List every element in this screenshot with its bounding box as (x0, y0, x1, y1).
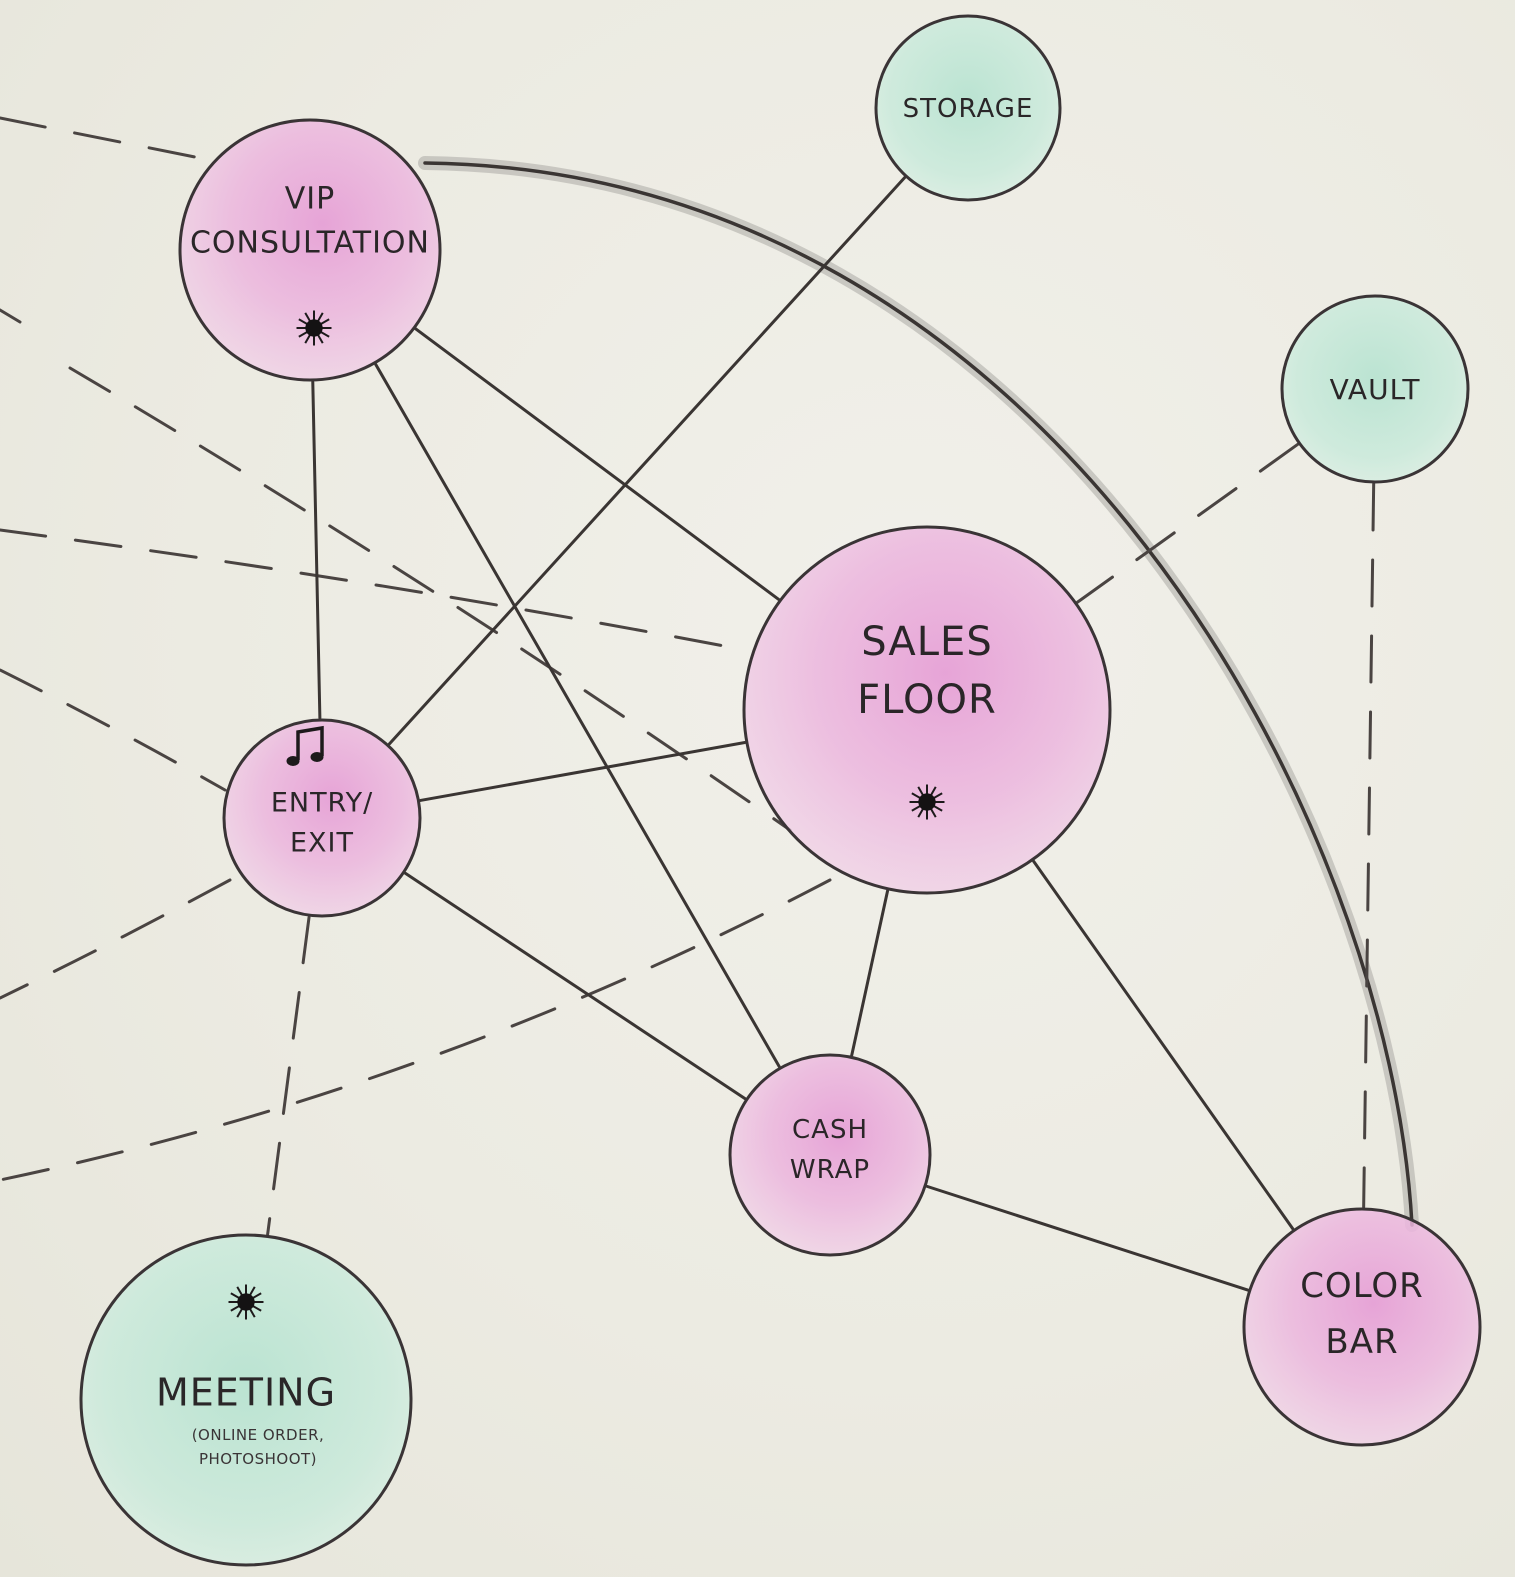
node-storage: STORAGE (874, 14, 1062, 202)
node-group: VIP CONSULTATION STORAGE VAULT SALES FLOOR ENT… (79, 14, 1482, 1567)
dashed-link-entry-exit-to-meeting (266, 915, 311, 1236)
solid-link-sales-floor-to-cash-wrap (850, 889, 890, 1057)
sun-icon (909, 784, 945, 820)
node-circle (742, 525, 1112, 895)
music-note-icon (286, 725, 324, 766)
dashed-link-offpage-long-diagonal (68, 366, 792, 832)
node-label-line: VAULT (1330, 373, 1421, 406)
node-sublabel-line: PHOTOSHOOT) (199, 1450, 317, 1468)
node-sublabel-line: (ONLINE ORDER, (192, 1426, 325, 1444)
node-color-bar: COLOR BAR (1242, 1207, 1482, 1447)
dashed-link-vault-to-sales-floor (1075, 442, 1300, 604)
node-label-line: STORAGE (903, 94, 1034, 124)
node-cash-wrap: CASH WRAP (728, 1053, 932, 1257)
dashed-link-offpage-to-sales-floor (0, 528, 747, 652)
dashed-link-sales-floor-offpage (0, 878, 832, 1182)
node-label-line: EXIT (290, 827, 354, 858)
node-sales-floor: SALES FLOOR (742, 525, 1112, 895)
solid-link-storage-to-entry-exit (387, 176, 907, 746)
node-vault: VAULT (1280, 294, 1470, 484)
node-label-line: CONSULTATION (190, 226, 430, 261)
node-circle (79, 1233, 413, 1567)
sun-icon (228, 1284, 264, 1320)
node-circle (728, 1053, 932, 1257)
dashed-link-vault-to-color-bar (1362, 482, 1376, 1209)
node-label-line: COLOR (1300, 1266, 1424, 1306)
solid-link-cash-wrap-to-color-bar (925, 1184, 1250, 1292)
node-circle (178, 118, 442, 382)
dashed-link-offpage-to-entry (0, 668, 227, 792)
node-circle (1280, 294, 1470, 484)
node-label-line: SALES (861, 619, 992, 665)
solid-link-vip-consultation-to-entry-exit (311, 380, 322, 720)
node-label-line: CASH (792, 1115, 868, 1145)
node-circle (1242, 1207, 1482, 1447)
node-vip-consultation: VIP CONSULTATION (178, 118, 442, 382)
offpage-dashed-links (0, 116, 832, 1182)
node-meeting: MEETING (ONLINE ORDER, PHOTOSHOOT) (79, 1233, 413, 1567)
solid-link-entry-exit-to-sales-floor (418, 741, 747, 802)
node-label-line: MEETING (156, 1370, 336, 1414)
dashed-link-entry-offpage-lower (0, 878, 232, 1000)
solid-link-vip-consultation-to-cash-wrap (374, 362, 781, 1069)
node-label-line: BAR (1325, 1322, 1398, 1362)
node-label-line: VIP (285, 182, 335, 217)
node-circle (874, 14, 1062, 202)
node-label-line: ENTRY/ (271, 787, 373, 818)
node-circle (222, 718, 422, 918)
solid-link-vip-consultation-to-sales-floor (414, 327, 781, 601)
boundary-arc (423, 161, 1414, 1227)
dashed-link-offpage-upper-diagonal (0, 308, 22, 324)
sun-icon (296, 310, 332, 346)
solid-link-entry-exit-to-cash-wrap (403, 871, 747, 1101)
dashed-link-offpage-to-vip (0, 116, 202, 160)
node-links (266, 176, 1376, 1292)
node-label-line: FLOOR (857, 677, 997, 723)
solid-link-sales-floor-to-color-bar (1032, 859, 1295, 1231)
node-entry-exit: ENTRY/EXIT (222, 718, 422, 918)
node-label-line: WRAP (790, 1155, 870, 1185)
